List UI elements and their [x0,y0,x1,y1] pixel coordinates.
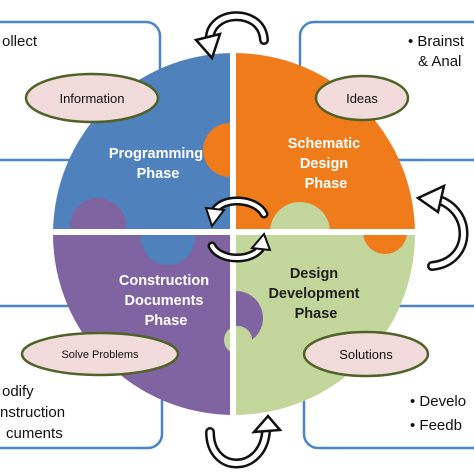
tab-design-development-left [224,326,252,354]
phase-label-schematic: Schematic Design Phase [288,136,365,192]
corner-text-top-right: • Brainst & Anal [408,33,468,70]
oval-information [24,72,160,124]
cycle-arrow-top-icon [193,11,269,61]
tab-programming-down [141,211,195,265]
phase-label-design-development: Design Development Phase [268,266,363,322]
corner-text-bottom-left: odify nstruction cuments [0,383,69,442]
tab-construction-up [70,198,126,254]
puzzle-circle [53,53,415,415]
oval-ideas [314,74,410,122]
corner-text-top-left: ollect [2,33,38,50]
oval-label-ideas: Ideas [346,91,378,106]
phase-label-programming: Programming Phase [109,146,207,182]
corner-text-bottom-right: • Develo • Feedb [410,393,470,434]
oval-label-solve-problems: Solve Problems [61,349,139,361]
oval-label-information: Information [59,91,124,106]
oval-label-solutions: Solutions [339,347,393,362]
oval-solve-problems [20,331,180,377]
cycle-arrow-bottom-icon [205,414,283,469]
cycle-arrow-right-icon [415,183,469,271]
oval-solutions [302,330,430,378]
phase-label-construction: Construction Documents Phase [119,273,213,329]
cycle-arrow-center-icon [204,196,272,263]
